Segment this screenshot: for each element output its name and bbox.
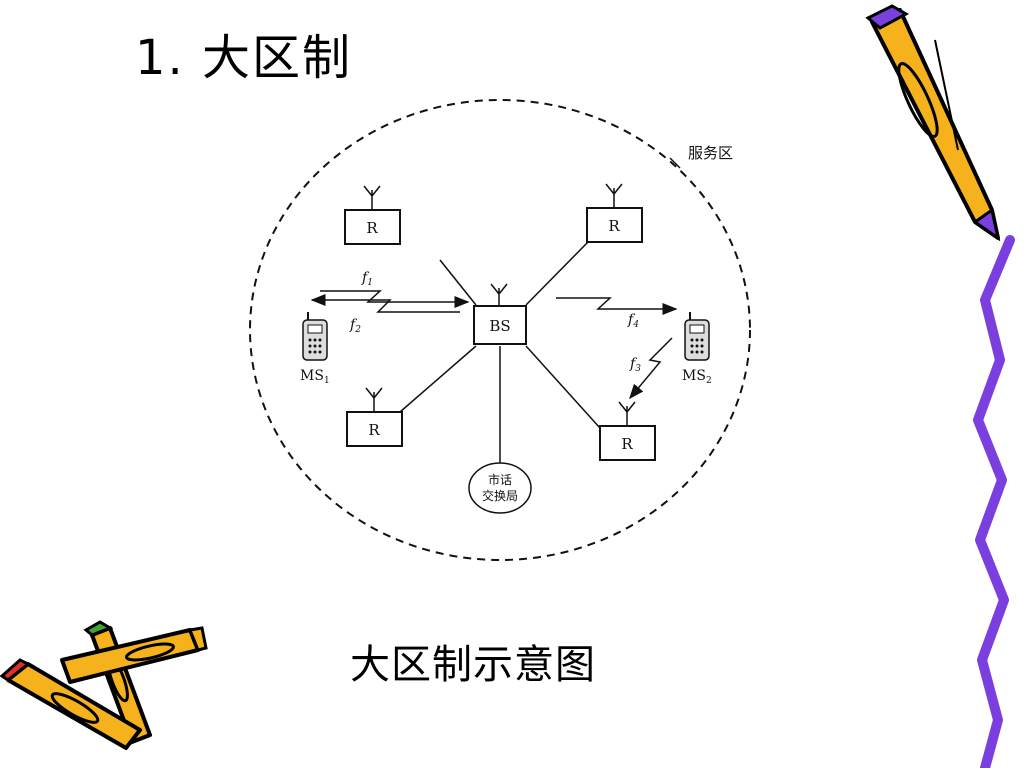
freq-label-f4: f4: [627, 312, 639, 330]
repeater-top-right: R: [586, 183, 643, 243]
svg-text:R: R: [621, 435, 633, 453]
ribbon-decoration: [973, 235, 1015, 768]
repeater-bottom-right: R: [599, 401, 656, 461]
antenna-icon: [605, 183, 623, 208]
freq-label-f1: f1: [361, 270, 373, 288]
crayon-icon-horizontal: [60, 626, 208, 684]
link-bs-r-bottomright: [525, 345, 601, 429]
svg-text:BS: BS: [489, 317, 510, 335]
svg-text:交换局: 交换局: [482, 488, 518, 503]
svg-text:市话: 市话: [488, 472, 512, 487]
svg-text:R: R: [368, 421, 380, 439]
antenna-icon: [365, 387, 383, 412]
mobile-phone-icon-ms2: [684, 312, 710, 361]
link-bs-r-topleft: [439, 259, 477, 306]
repeater-top-left: R: [344, 185, 401, 245]
link-bs-r-bottomleft: [399, 345, 477, 413]
crayon-icon-red: [0, 658, 142, 750]
link-bs-r-topright: [525, 241, 589, 306]
freq-label-f2: f2: [349, 317, 361, 335]
diagram-caption: 大区制示意图: [350, 642, 596, 688]
radio-link-f4: [556, 297, 678, 315]
svg-text:R: R: [366, 219, 378, 237]
mobile-station-1-label: MS1: [300, 368, 330, 386]
pencil-icon-top-right: [865, 4, 1001, 242]
base-station: BS: [473, 283, 527, 345]
freq-label-f3: f3: [629, 356, 641, 374]
radio-link-f1: [320, 290, 470, 308]
slide-title: 1. 大区制: [135, 30, 353, 86]
repeater-bottom-left: R: [346, 387, 403, 447]
service-area-label: 服务区: [688, 144, 733, 162]
svg-text:R: R: [608, 217, 620, 235]
local-exchange: 市话 交换局: [468, 462, 532, 514]
radio-link-f2: [310, 294, 460, 313]
radio-link-f3: [629, 337, 673, 400]
mobile-station-2-label: MS2: [682, 368, 712, 386]
service-area-boundary: [249, 99, 751, 561]
antenna-icon: [363, 185, 381, 210]
antenna-icon: [618, 401, 636, 426]
antenna-icon: [490, 283, 508, 306]
mobile-phone-icon-ms1: [302, 312, 328, 361]
